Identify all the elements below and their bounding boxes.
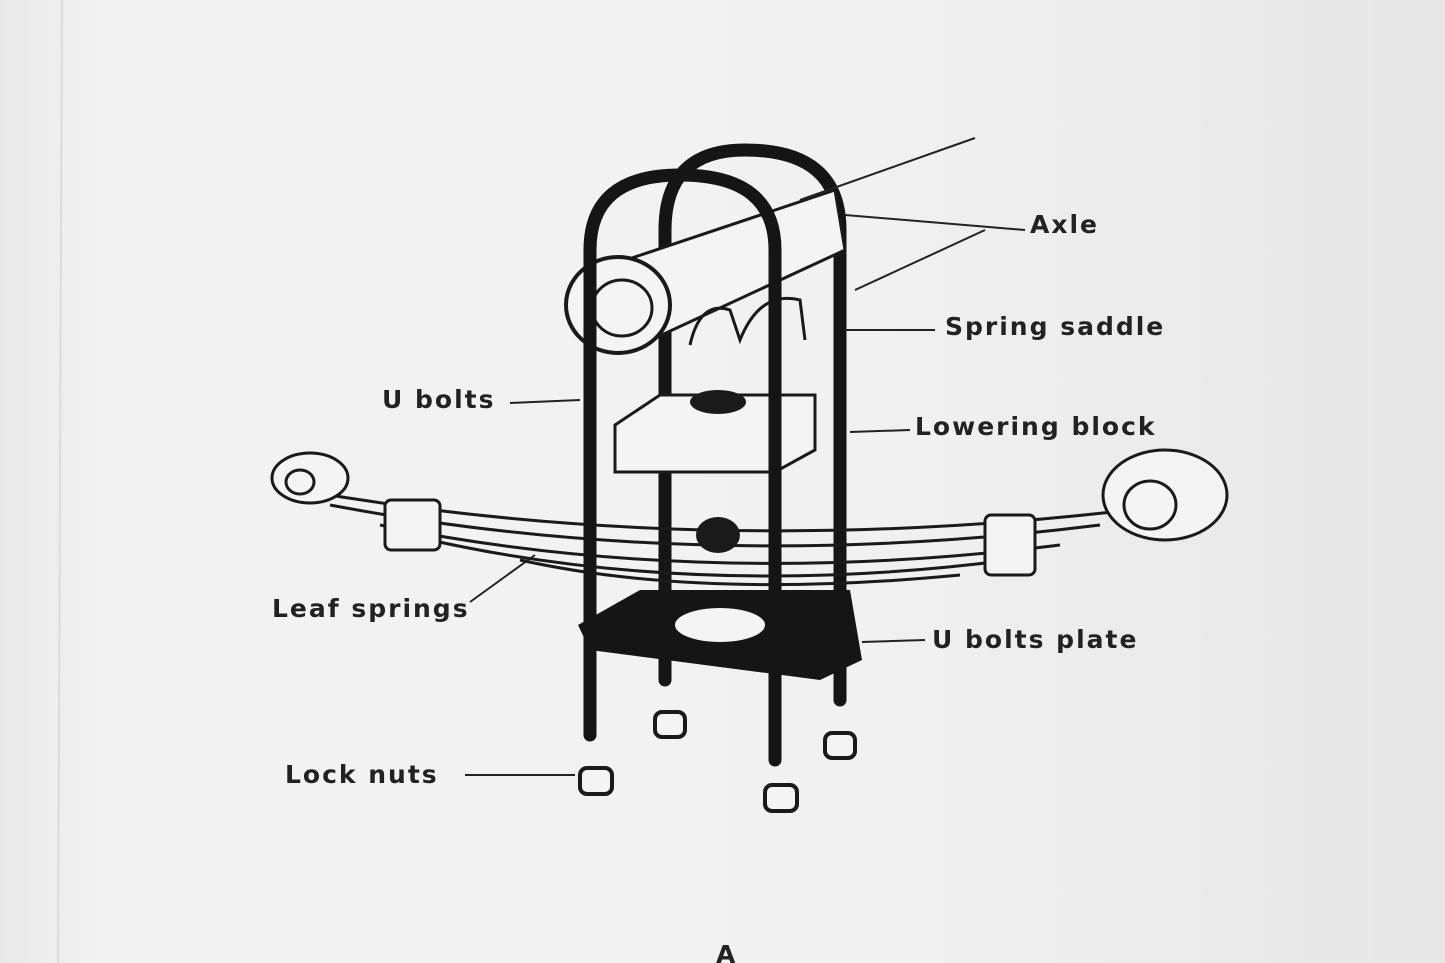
- label-u-bolts: U bolts: [382, 385, 495, 414]
- lock-nut: [653, 710, 687, 739]
- label-leaf-springs: Leaf springs: [272, 594, 470, 623]
- u-bolts-plate: [578, 590, 862, 680]
- u-bolt-front: [583, 168, 782, 767]
- leaf-springs: [270, 448, 1229, 587]
- lock-nuts: [578, 710, 857, 813]
- lock-nut: [578, 766, 614, 796]
- spring-saddle: [688, 296, 807, 346]
- label-lowering-block: Lowering block: [915, 412, 1157, 441]
- lowering-block: [613, 390, 817, 474]
- lock-nut: [823, 731, 857, 760]
- label-u-bolts-plate: U bolts plate: [932, 625, 1138, 654]
- label-spring-saddle: Spring saddle: [945, 312, 1165, 341]
- figure-letter: A: [716, 940, 737, 963]
- page-fold: [57, 0, 63, 963]
- label-axle: Axle: [1030, 210, 1099, 239]
- label-lock-nuts: Lock nuts: [285, 760, 439, 789]
- lock-nut: [763, 783, 799, 813]
- leader-lines: [465, 137, 1026, 776]
